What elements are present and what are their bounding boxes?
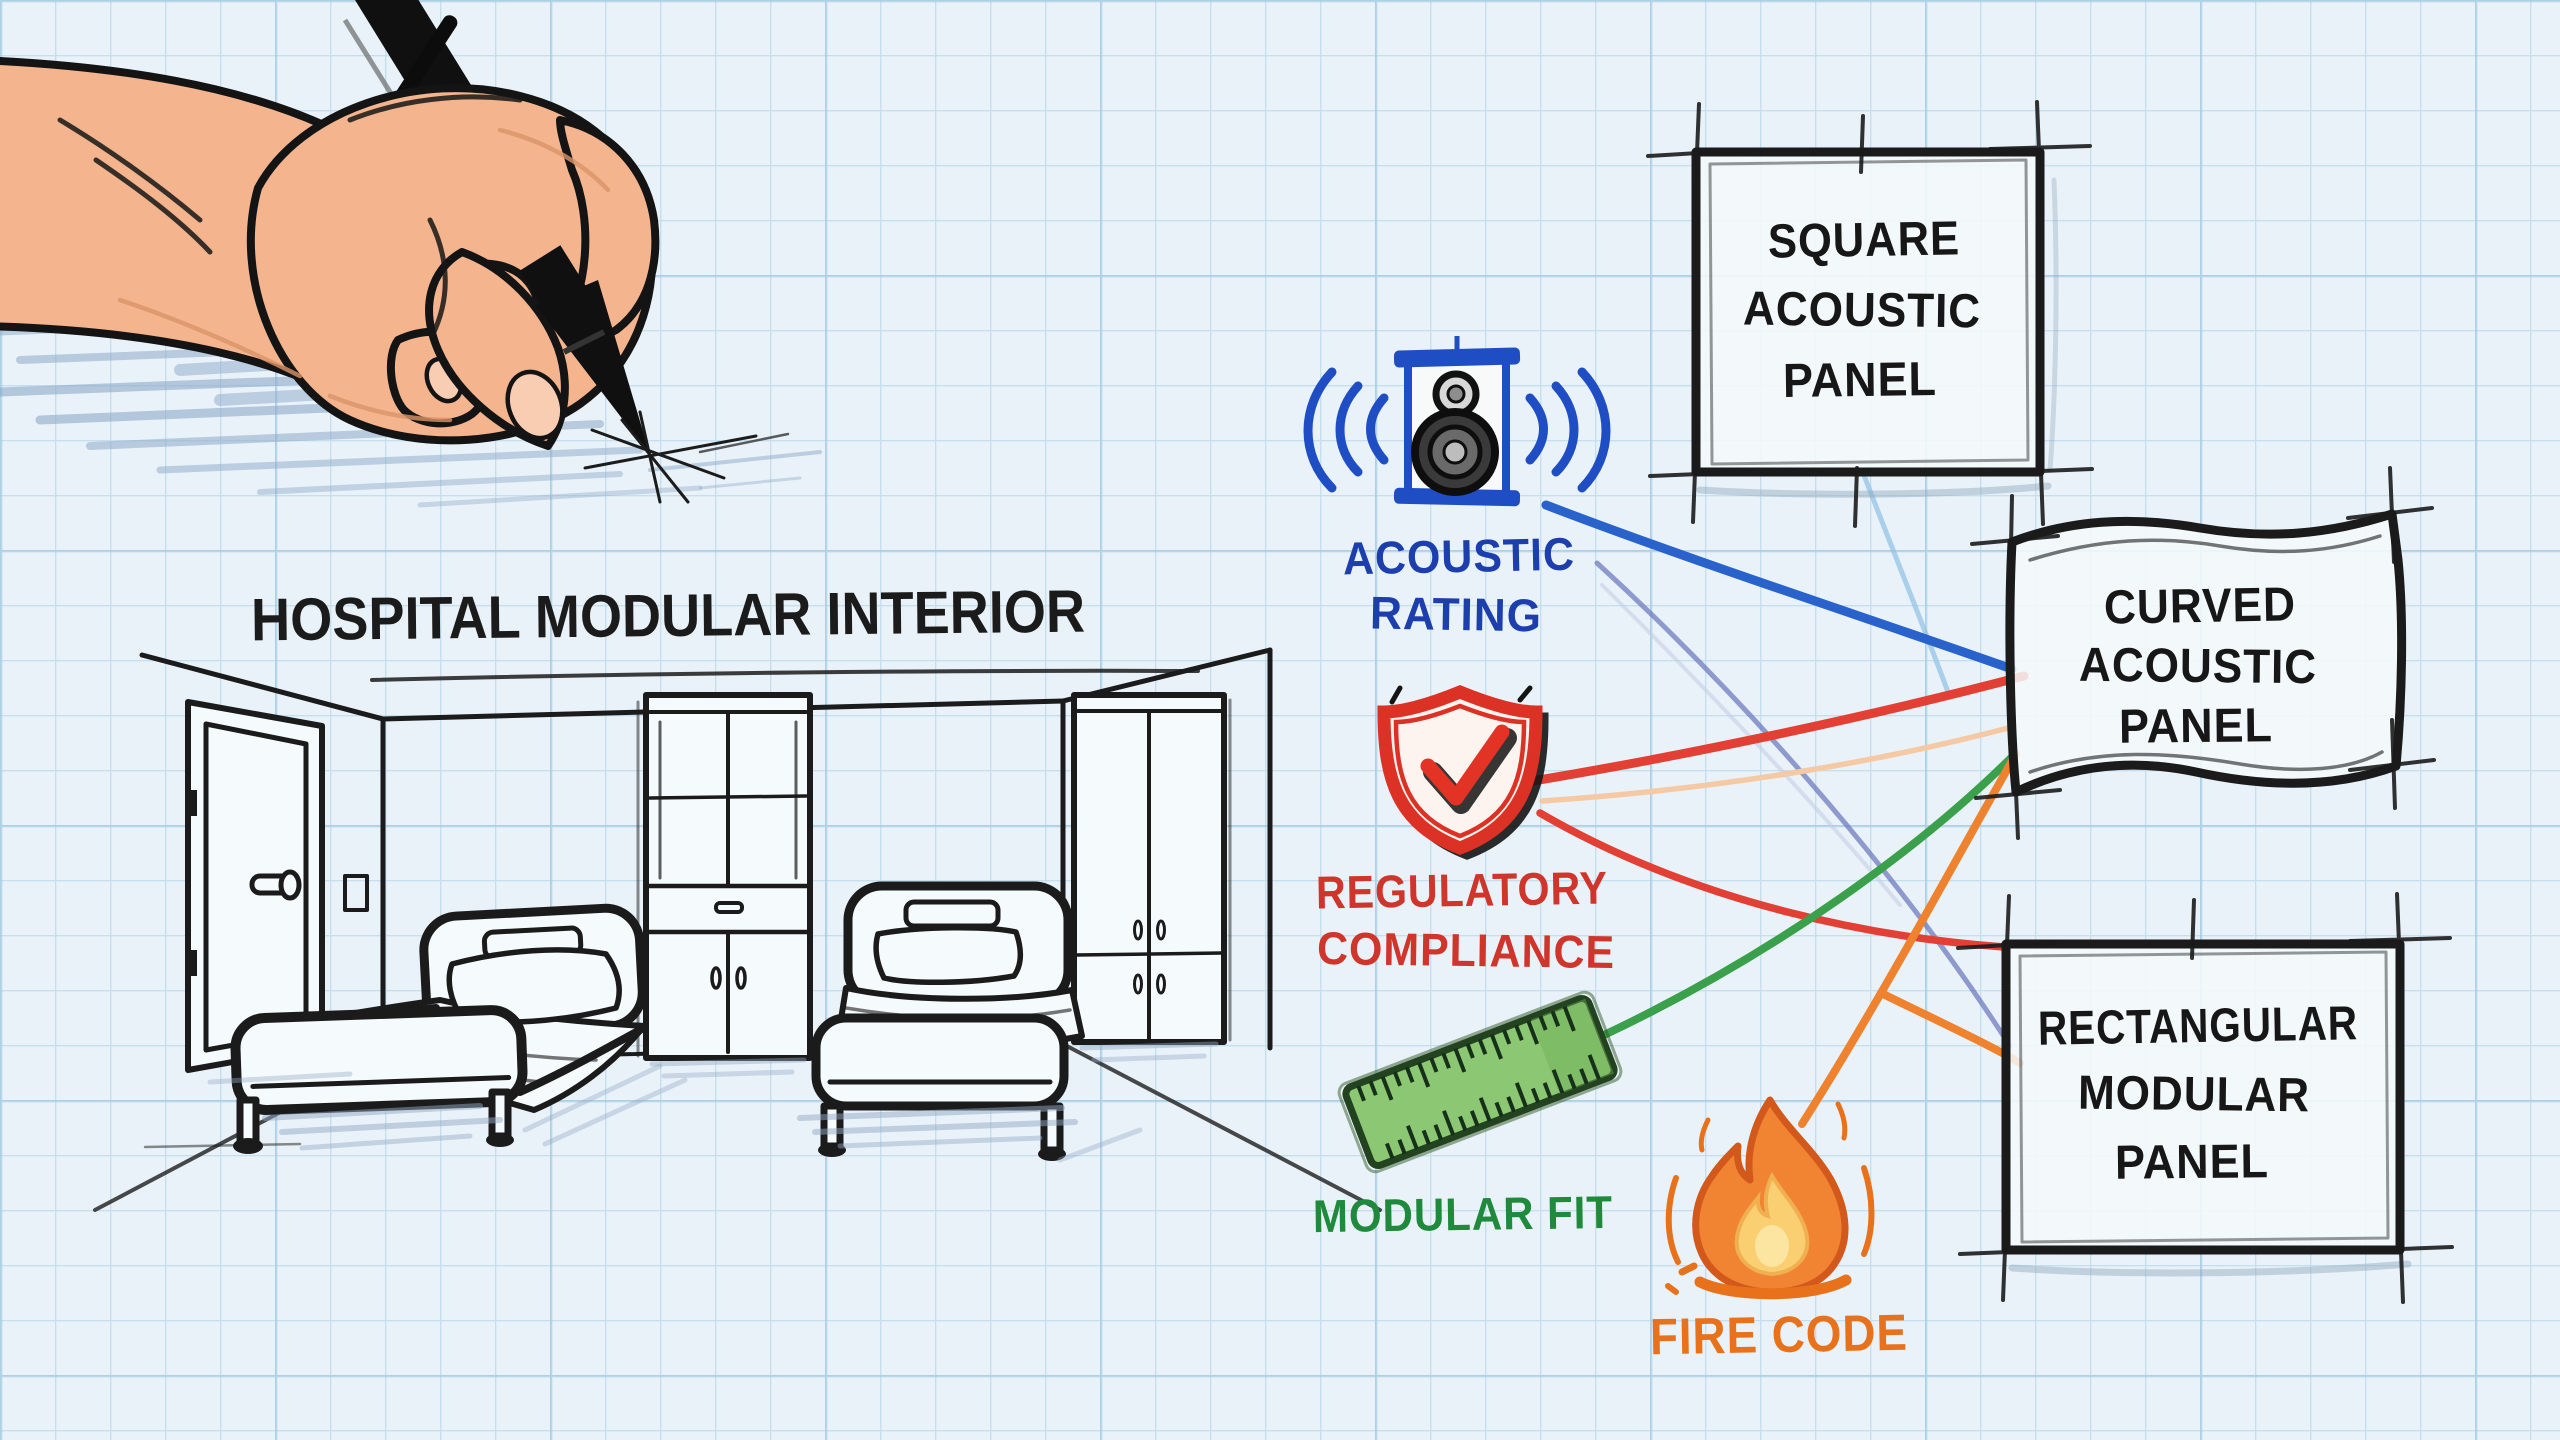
panel-curved-acoustic: CURVED ACOUSTIC PANEL xyxy=(1970,466,2436,840)
door xyxy=(185,699,369,1073)
bed-leg xyxy=(1040,1102,1064,1154)
shield-check-icon xyxy=(1377,684,1549,860)
corner-ticks xyxy=(1646,100,2094,528)
criterion-acoustic-rating: ACOUSTIC RATING xyxy=(1303,336,1611,642)
connection-acoustic-to-rectangular-faint xyxy=(1600,583,1902,907)
square-panel-label-line3: PANEL xyxy=(1783,353,1938,408)
hospital-bed-left xyxy=(143,903,688,1154)
bed-pillow xyxy=(873,925,1024,985)
sound-waves-icon xyxy=(1303,367,1611,493)
drawer-handle xyxy=(714,901,744,914)
panel-box xyxy=(2001,939,2405,1255)
pen-tip xyxy=(519,245,650,455)
square-panel-label-line2: ACOUSTIC xyxy=(1743,283,1982,339)
corner-ticks xyxy=(1970,466,2436,840)
panel-rectangular-modular: RECTANGULAR MODULAR PANEL xyxy=(1956,892,2454,1304)
modular-fit-label: MODULAR FIT xyxy=(1313,1186,1614,1242)
bed-footboard xyxy=(811,1013,1069,1111)
connection-acoustic-to-rectangular xyxy=(1594,560,2013,1049)
hand-creases xyxy=(57,94,611,423)
bed-leg xyxy=(236,1096,260,1146)
panel-square-acoustic: SQUARE ACOUSTIC PANEL xyxy=(1646,100,2094,528)
rectangular-panel-label-line2: MODULAR xyxy=(2078,1067,2311,1123)
connection-lines xyxy=(1528,467,2029,1128)
rectangular-panel-label-line1: RECTANGULAR xyxy=(2038,997,2359,1056)
bed-shadow xyxy=(262,1063,688,1151)
connection-modular-to-curved xyxy=(1598,753,2016,1040)
cupboard-handle-right xyxy=(735,966,747,990)
bed-leg xyxy=(488,1088,512,1140)
criterion-fire-code: FIRE CODE xyxy=(1649,1096,1908,1365)
fire-code-label: FIRE CODE xyxy=(1649,1304,1908,1365)
bed-footboard xyxy=(230,1005,528,1115)
square-panel-label-line1: SQUARE xyxy=(1767,212,1960,268)
wardrobe-handle xyxy=(1156,919,1166,941)
criterion-modular-fit: MODULAR FIT xyxy=(1313,990,1623,1242)
wardrobe-handle xyxy=(1133,919,1143,941)
light-switch xyxy=(343,874,369,912)
title-underline xyxy=(370,668,1200,682)
connection-acoustic-to-curved xyxy=(1541,500,2017,674)
connection-regulatory-to-curved xyxy=(1528,671,2029,786)
acoustic-rating-label-line1: ACOUSTIC xyxy=(1342,528,1575,585)
criterion-regulatory-compliance: REGULATORY COMPLIANCE xyxy=(1315,684,1616,978)
flame-icon xyxy=(1665,1096,1875,1300)
wardrobe-handle xyxy=(1156,973,1166,995)
wardrobe-handle xyxy=(1133,973,1143,995)
hand-with-pen xyxy=(0,0,822,508)
shelf-cabinet xyxy=(636,692,813,1061)
speaker-icon xyxy=(1303,336,1611,507)
connection-regulatory-to-rectangular xyxy=(1536,809,2008,951)
regulatory-label-line2: COMPLIANCE xyxy=(1317,922,1616,978)
room-title: HOSPITAL MODULAR INTERIOR xyxy=(251,578,1086,654)
rectangular-panel-label-line3: PANEL xyxy=(2115,1135,2270,1190)
furniture-shadows xyxy=(207,1041,1219,1085)
thumbnail xyxy=(505,369,565,441)
door-hinge-top xyxy=(190,790,197,816)
bed-leg xyxy=(820,1102,844,1150)
regulatory-label-line1: REGULATORY xyxy=(1315,861,1608,918)
room-sketch xyxy=(93,647,1382,1212)
bed-shadow xyxy=(797,1105,1143,1163)
flame-accents xyxy=(1665,1101,1875,1300)
door-hinge-bottom xyxy=(190,950,197,976)
door-handle xyxy=(249,869,302,901)
corner-ticks xyxy=(1956,892,2454,1304)
acoustic-rating-label-line2: RATING xyxy=(1370,587,1543,642)
panel-box xyxy=(1691,147,2045,477)
connection-square-to-curved xyxy=(1859,467,1951,695)
curved-panel-label-line1: CURVED xyxy=(2103,578,2296,634)
ruler-icon xyxy=(1337,990,1623,1174)
wardrobe xyxy=(1071,692,1232,1045)
pen-scratch-burst xyxy=(583,410,790,504)
connection-regulatory-to-curved-light xyxy=(1539,724,2015,804)
cupboard-handle-left xyxy=(710,966,722,990)
curved-panel-label-line2: ACOUSTIC xyxy=(2079,639,2318,694)
hospital-bed-right xyxy=(797,881,1143,1163)
curved-panel-label-line3: PANEL xyxy=(2119,699,2274,754)
